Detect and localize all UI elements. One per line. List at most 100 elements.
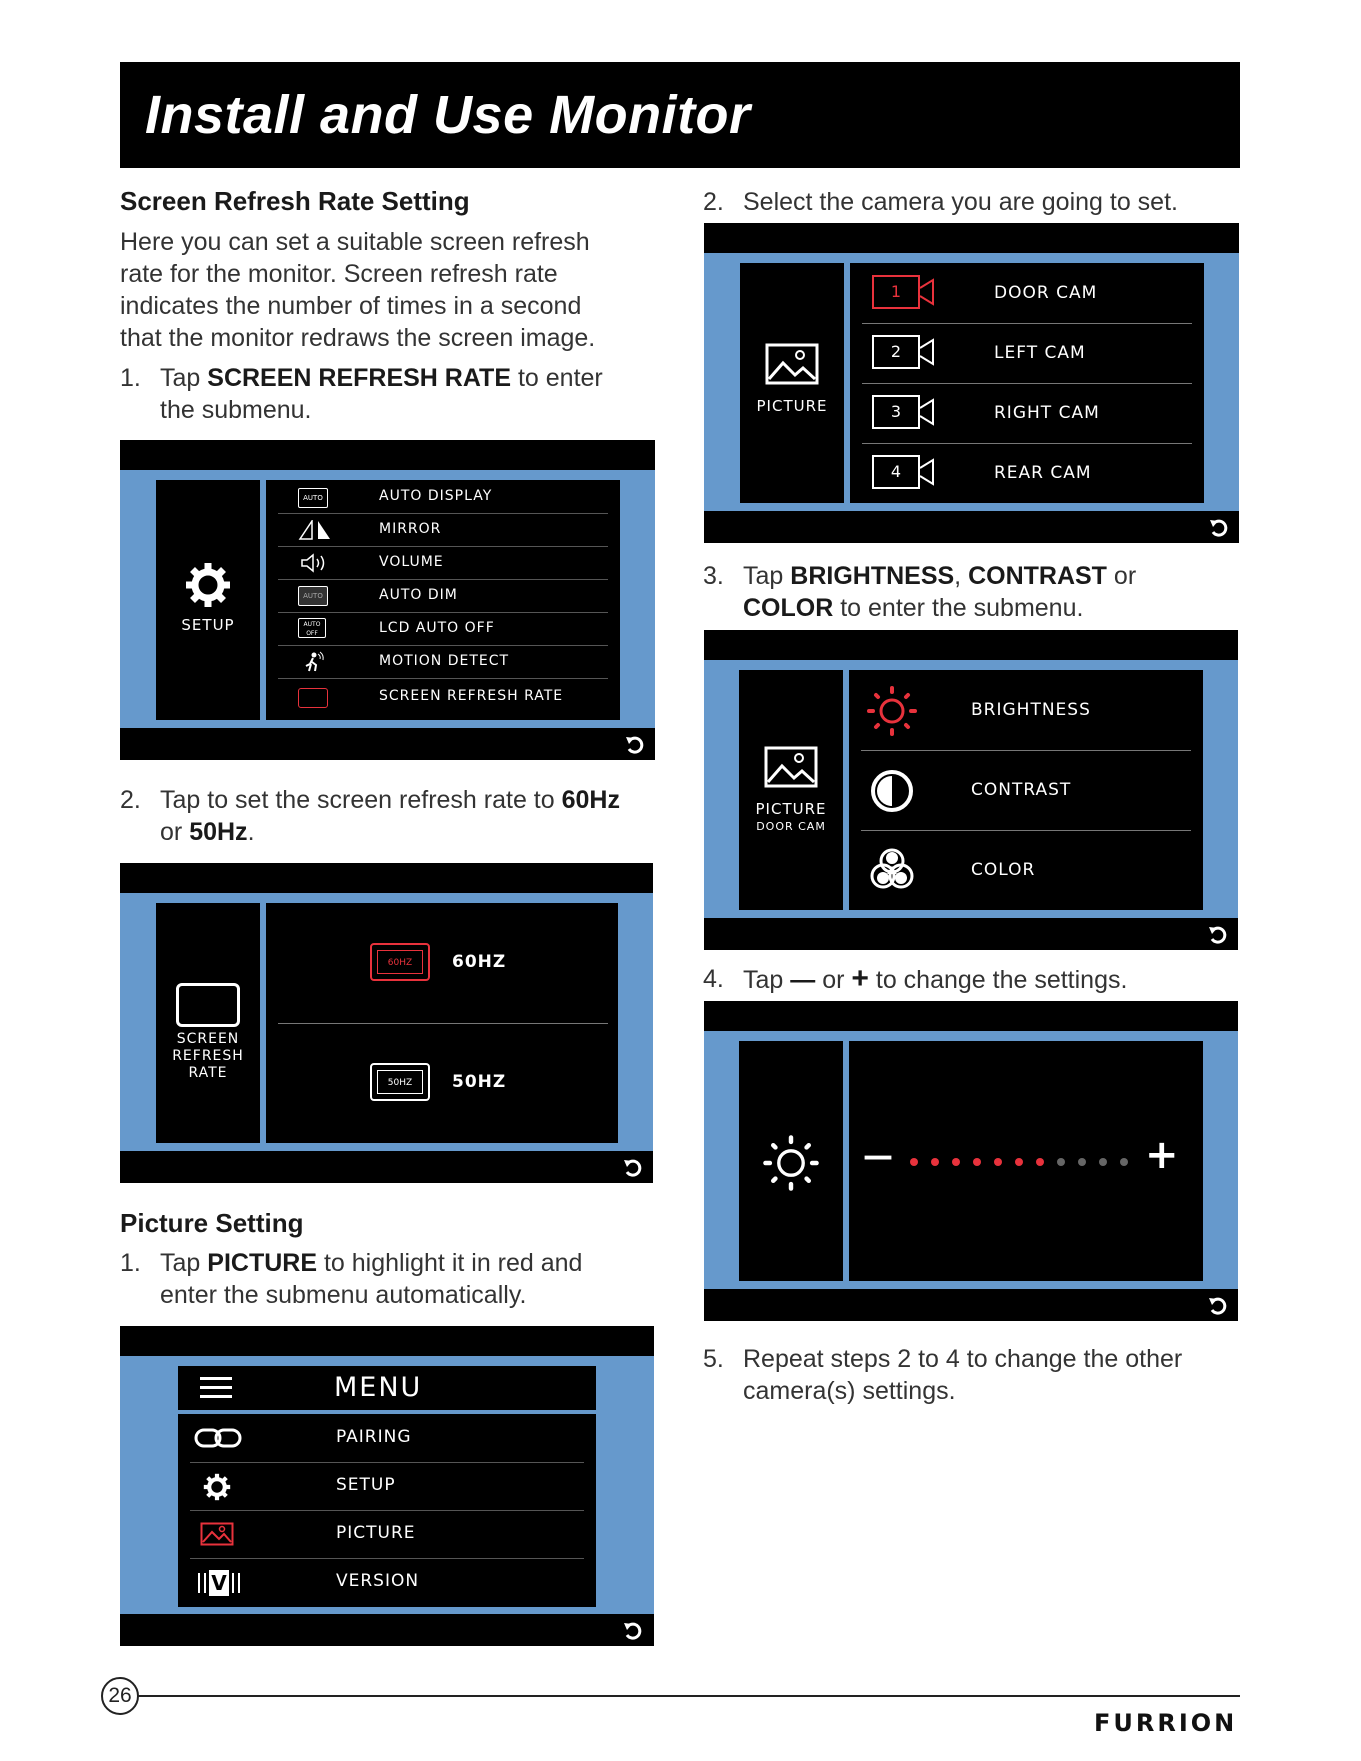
contrast-icon bbox=[871, 770, 913, 812]
brand-logo: FURRION bbox=[1094, 1709, 1238, 1737]
refresh-options-panel: 60HZ 60HZ 50HZ 50HZ bbox=[266, 903, 618, 1143]
refresh-heading: Screen Refresh Rate Setting bbox=[120, 186, 470, 216]
picture-icon bbox=[764, 746, 818, 788]
adjust-side-sublabel: DOOR CAM bbox=[756, 820, 826, 833]
menu-title-bar: MENU bbox=[178, 1366, 596, 1410]
menu-title: MENU bbox=[334, 1372, 423, 1403]
auto-dim-icon: AUTO bbox=[298, 586, 328, 606]
camera-item-left[interactable]: 2 LEFT CAM bbox=[850, 323, 1204, 383]
adjust-list-panel: BRIGHTNESS CONTRAST COLOR bbox=[849, 670, 1203, 910]
level-dot bbox=[1036, 1158, 1045, 1166]
lcd-auto-off-icon: AUTO OFF bbox=[298, 618, 326, 638]
level-side-panel bbox=[739, 1041, 843, 1281]
back-icon[interactable] bbox=[622, 1157, 644, 1179]
adjust-side-panel: PICTURE DOOR CAM bbox=[739, 670, 843, 910]
monitor-icon bbox=[176, 983, 240, 1027]
list-item[interactable]: AUTO AUTO DIM bbox=[266, 579, 620, 612]
level-dot bbox=[909, 1158, 918, 1166]
back-icon[interactable] bbox=[1207, 1295, 1229, 1317]
camera-lens-icon bbox=[919, 398, 934, 426]
screen-refresh-icon bbox=[298, 688, 328, 708]
picture-heading: Picture Setting bbox=[120, 1208, 304, 1238]
refresh-side-label: SCREEN bbox=[176, 1031, 240, 1047]
camera-3-icon: 3 bbox=[872, 395, 920, 429]
level-dot bbox=[1015, 1158, 1023, 1166]
refresh-side-label: REFRESH bbox=[172, 1048, 244, 1064]
list-item[interactable]: MOTION DETECT bbox=[266, 645, 620, 678]
plus-button[interactable]: + bbox=[1145, 1132, 1179, 1178]
menu-list-panel: PAIRING SETUP PICTURE bbox=[178, 1414, 596, 1607]
adjust-step-4: 4. Tap — or + to change the settings. bbox=[703, 962, 1128, 995]
50hz-badge: 50HZ bbox=[370, 1063, 430, 1101]
camera-step-2: 2. Select the camera you are going to se… bbox=[703, 188, 1178, 216]
gear-icon bbox=[186, 563, 230, 607]
back-icon[interactable] bbox=[1207, 924, 1229, 946]
level-dot bbox=[1057, 1158, 1066, 1166]
camera-2-icon: 2 bbox=[872, 335, 920, 369]
page-title: Install and Use Monitor bbox=[145, 85, 751, 145]
header-bar: Install and Use Monitor bbox=[120, 62, 1240, 168]
camera-4-icon: 4 bbox=[872, 455, 920, 489]
picture-adjust-screen: PICTURE DOOR CAM BRIGHTNESS CONTRAST bbox=[704, 630, 1238, 950]
mirror-icon bbox=[298, 520, 330, 540]
list-item-selected[interactable]: SCREEN REFRESH RATE bbox=[266, 678, 620, 718]
adjust-side-label: PICTURE bbox=[755, 800, 827, 818]
refresh-rate-screen: SCREEN REFRESH RATE 60HZ 60HZ 50HZ 50HZ bbox=[120, 863, 653, 1183]
level-dot bbox=[951, 1158, 960, 1166]
setup-side-label: SETUP bbox=[181, 616, 235, 634]
auto-display-icon: AUTO bbox=[298, 488, 328, 508]
adjust-item-brightness[interactable]: BRIGHTNESS bbox=[849, 670, 1203, 750]
page-number: 26 bbox=[101, 1677, 139, 1715]
option-50hz[interactable]: 50HZ 50HZ bbox=[266, 1023, 618, 1143]
list-item[interactable]: MIRROR bbox=[266, 513, 620, 546]
camera-item-door[interactable]: 1 DOOR CAM bbox=[850, 263, 1204, 323]
refresh-step-2: 2. Tap to set the screen refresh rate to… bbox=[120, 786, 620, 846]
list-item[interactable]: AUTO OFF LCD AUTO OFF bbox=[266, 612, 620, 645]
picture-icon bbox=[200, 1522, 234, 1546]
adjust-item-contrast[interactable]: CONTRAST bbox=[849, 750, 1203, 830]
camera-lens-icon bbox=[919, 458, 934, 486]
back-icon[interactable] bbox=[624, 734, 646, 756]
option-60hz[interactable]: 60HZ 60HZ bbox=[266, 903, 618, 1023]
level-adjust-screen: — + bbox=[704, 1001, 1238, 1321]
setup-side-panel: SETUP bbox=[156, 480, 260, 720]
level-slider[interactable] bbox=[903, 1158, 1135, 1166]
list-item[interactable]: AUTO AUTO DISPLAY bbox=[266, 480, 620, 513]
minus-glyph: — bbox=[790, 966, 816, 994]
camera-item-rear[interactable]: 4 REAR CAM bbox=[850, 443, 1204, 503]
minus-button[interactable]: — bbox=[863, 1139, 893, 1174]
refresh-side-panel: SCREEN REFRESH RATE bbox=[156, 903, 260, 1143]
camera-lens-icon bbox=[919, 278, 934, 306]
menu-item-pairing[interactable]: PAIRING bbox=[178, 1414, 596, 1462]
link-icon bbox=[194, 1428, 242, 1448]
refresh-intro: Here you can set a suitable screen refre… bbox=[120, 228, 596, 352]
list-item[interactable]: VOLUME bbox=[266, 546, 620, 579]
refresh-side-label: RATE bbox=[188, 1065, 228, 1081]
motion-detect-icon bbox=[305, 651, 324, 672]
version-icon: V bbox=[198, 1570, 240, 1596]
menu-item-picture[interactable]: PICTURE bbox=[178, 1510, 596, 1558]
menu-item-version[interactable]: V VERSION bbox=[178, 1558, 596, 1606]
back-icon[interactable] bbox=[622, 1620, 644, 1642]
gear-icon bbox=[203, 1473, 231, 1501]
camera-lens-icon bbox=[919, 338, 934, 366]
picture-step-1: 1. Tap PICTURE to highlight it in red an… bbox=[120, 1249, 583, 1309]
camera-side-label: PICTURE bbox=[756, 397, 828, 415]
camera-select-screen: PICTURE 1 DOOR CAM 2 LEFT CAM 3 RIGHT CA… bbox=[704, 223, 1239, 543]
60hz-badge: 60HZ bbox=[370, 943, 430, 981]
adjust-item-color[interactable]: COLOR bbox=[849, 830, 1203, 910]
menu-item-setup[interactable]: SETUP bbox=[178, 1462, 596, 1510]
level-slider-panel: — + bbox=[849, 1041, 1203, 1281]
camera-item-right[interactable]: 3 RIGHT CAM bbox=[850, 383, 1204, 443]
level-dot bbox=[1099, 1158, 1108, 1166]
brightness-icon bbox=[867, 686, 917, 736]
picture-icon bbox=[765, 343, 819, 385]
back-icon[interactable] bbox=[1208, 517, 1230, 539]
hamburger-icon[interactable] bbox=[200, 1376, 232, 1400]
camera-1-icon: 1 bbox=[872, 275, 920, 309]
main-menu-screen: MENU PAIRING SETUP bbox=[120, 1326, 654, 1646]
plus-glyph: + bbox=[851, 962, 869, 995]
level-dot bbox=[930, 1158, 939, 1166]
